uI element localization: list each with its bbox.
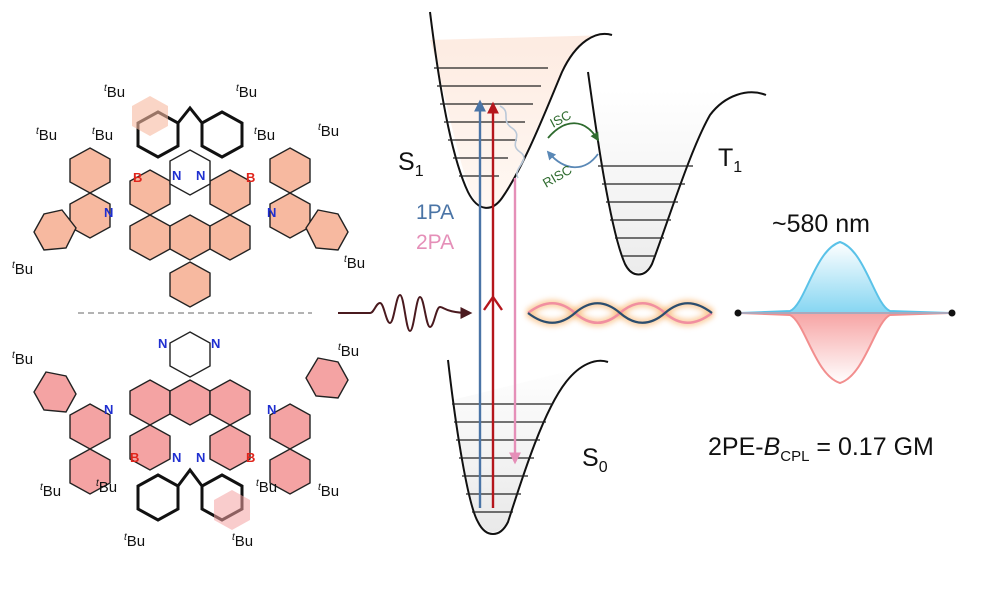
one-pa-label: 1PA <box>416 201 454 224</box>
tbu-label: tBu <box>254 126 275 144</box>
tbu-label: tBu <box>318 482 339 500</box>
two-photon-midpoint-chevron <box>483 294 503 311</box>
bottom-boron-left: B <box>130 450 139 465</box>
top-nitrogen-right: N <box>267 205 276 220</box>
emission-wavelength-label: ~580 nm <box>772 210 870 238</box>
emitted-cpl-wave <box>525 299 715 327</box>
cpl-endpoint-left <box>734 309 742 317</box>
top-nitrogen-center-left: N <box>172 168 181 183</box>
bottom-highlight-ring <box>214 490 250 530</box>
tbu-label: tBu <box>92 126 113 144</box>
tbu-label: tBu <box>232 532 253 550</box>
bottom-pyrazine-nitrogen-left: N <box>158 336 167 351</box>
s1-state-label: S1 <box>398 148 424 180</box>
cpl-positive-band <box>739 240 951 314</box>
bottom-nitrogen-left: N <box>104 402 113 417</box>
tbu-label: tBu <box>338 342 359 360</box>
t1-state-label: T1 <box>718 144 742 176</box>
cpl-negative-band <box>739 312 951 385</box>
bottom-boron-right: B <box>246 450 255 465</box>
isc-arrow <box>547 122 599 142</box>
bottom-pyrazine-nitrogen-right: N <box>211 336 220 351</box>
cpl-endpoint-right <box>948 309 956 317</box>
t1-potential-well <box>587 71 767 276</box>
bottom-molecule-rings <box>33 331 349 495</box>
top-boron-right: B <box>246 170 255 185</box>
risc-arrow <box>546 150 599 169</box>
tbu-label: tBu <box>104 83 125 101</box>
s1-potential-well <box>429 11 613 209</box>
vibrational-relaxation-wave <box>499 105 525 179</box>
tbu-label: tBu <box>318 122 339 140</box>
s0-potential-well <box>447 359 609 535</box>
top-nitrogen-left: N <box>104 205 113 220</box>
tbu-label: tBu <box>256 478 277 496</box>
risc-label: RISC <box>540 162 574 191</box>
tbu-label: tBu <box>236 83 257 101</box>
tbu-label: tBu <box>12 260 33 278</box>
tbu-label: tBu <box>124 532 145 550</box>
two-pa-label: 2PA <box>416 231 454 254</box>
tbu-label: tBu <box>36 126 57 144</box>
excitation-pulse <box>338 293 473 333</box>
top-molecule-rings <box>33 147 349 308</box>
top-highlight-ring <box>132 96 168 136</box>
top-molecule: B B N N N N tBu tBu tBu tBu tBu tBu tBu … <box>12 83 365 308</box>
s0-state-label: S0 <box>582 444 608 476</box>
bottom-nitrogen-center-right: N <box>196 450 205 465</box>
isc-label: ISC <box>547 107 573 130</box>
bottom-molecule: N N N N B B N N tBu tBu tBu tBu tBu tBu … <box>12 331 359 550</box>
bottom-nitrogen-right: N <box>267 402 276 417</box>
cpl-spectrum <box>734 240 956 385</box>
top-nitrogen-center-right: N <box>196 168 205 183</box>
top-boron-left: B <box>133 170 142 185</box>
tbu-label: tBu <box>12 350 33 368</box>
bottom-nitrogen-center-left: N <box>172 450 181 465</box>
tbu-label: tBu <box>40 482 61 500</box>
cpl-brightness-label: 2PE-BCPL = 0.17 GM <box>708 433 934 465</box>
tbu-label: tBu <box>96 478 117 496</box>
tbu-label: tBu <box>344 254 365 272</box>
